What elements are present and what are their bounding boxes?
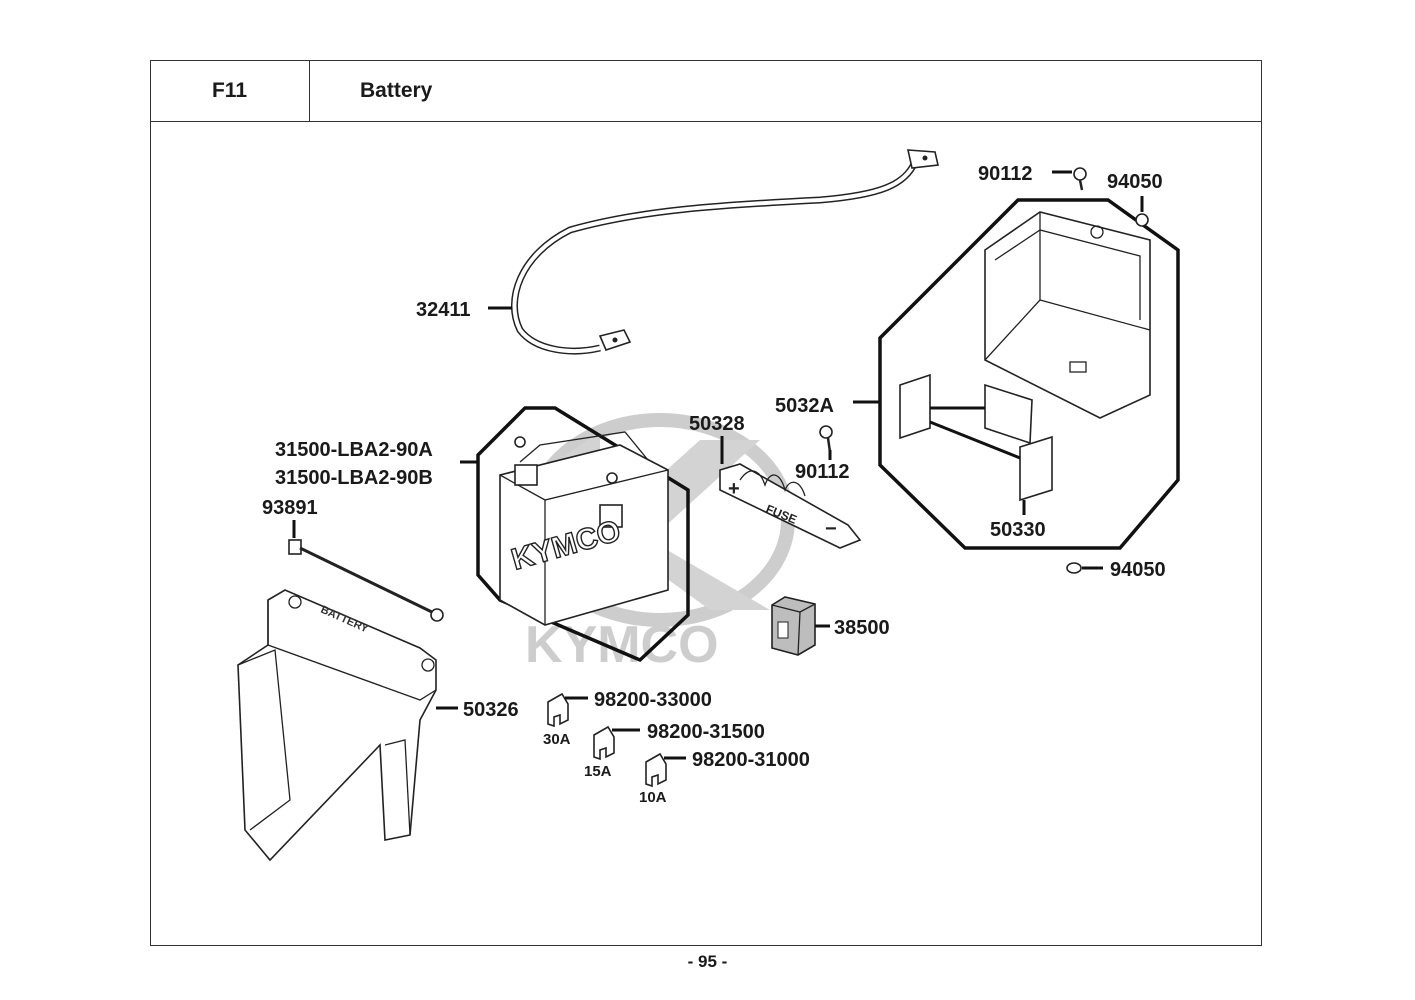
screw-90112-mid-drawing (819, 425, 833, 453)
part-label-50328: 50328 (689, 413, 745, 435)
section-code: F11 (150, 60, 310, 122)
part-label-94050-top: 94050 (1107, 171, 1163, 193)
battery-box-drawing (984, 211, 1151, 419)
part-label-38500: 38500 (834, 617, 890, 639)
svg-text:−: − (825, 518, 837, 540)
battery-cable-drawing (510, 149, 939, 355)
relay-drawing (771, 596, 816, 656)
diagram-frame (150, 60, 1262, 946)
page-number: - 95 - (687, 952, 728, 971)
part-label-98200-33000: 98200-33000 (594, 689, 712, 711)
battery-box-group-outline (878, 198, 1180, 550)
battery-drawing: KYMCO (499, 431, 669, 626)
part-label-90112-mid: 90112 (795, 461, 850, 483)
part-label-93891: 93891 (262, 497, 318, 519)
part-label-94050-bottom: 94050 (1110, 559, 1166, 581)
bolt-93891-drawing (288, 539, 444, 622)
part-label-50330: 50330 (990, 519, 1046, 541)
fuse-10a-drawing (645, 752, 667, 788)
fuse-15a-drawing (593, 725, 615, 761)
screw-90112-top-drawing (1073, 167, 1087, 191)
part-label-90112-top: 90112 (978, 163, 1033, 185)
fuse-rating-15a: 15A (584, 763, 612, 780)
fuse-rating-30a: 30A (543, 731, 571, 748)
battery-cover-drawing: BATTERY (237, 589, 437, 862)
fuse-holder-drawing: + − FUSE (719, 463, 862, 549)
part-label-98200-31500: 98200-31500 (647, 721, 765, 743)
part-label-31500-lba2-90a: 31500-LBA2-90A (275, 439, 433, 461)
nut-94050-top-drawing (1135, 213, 1149, 227)
part-label-31500-lba2-90b: 31500-LBA2-90B (275, 467, 433, 489)
foam-pads-drawing (899, 373, 1053, 502)
part-label-32411: 32411 (416, 299, 471, 321)
part-label-50326: 50326 (463, 699, 519, 721)
svg-text:+: + (728, 478, 740, 500)
fuse-rating-10a: 10A (639, 789, 667, 806)
nut-94050-bottom-drawing (1066, 562, 1082, 574)
part-label-5032a: 5032A (775, 395, 834, 417)
section-title: Battery (310, 60, 1262, 122)
part-label-98200-31000: 98200-31000 (692, 749, 810, 771)
